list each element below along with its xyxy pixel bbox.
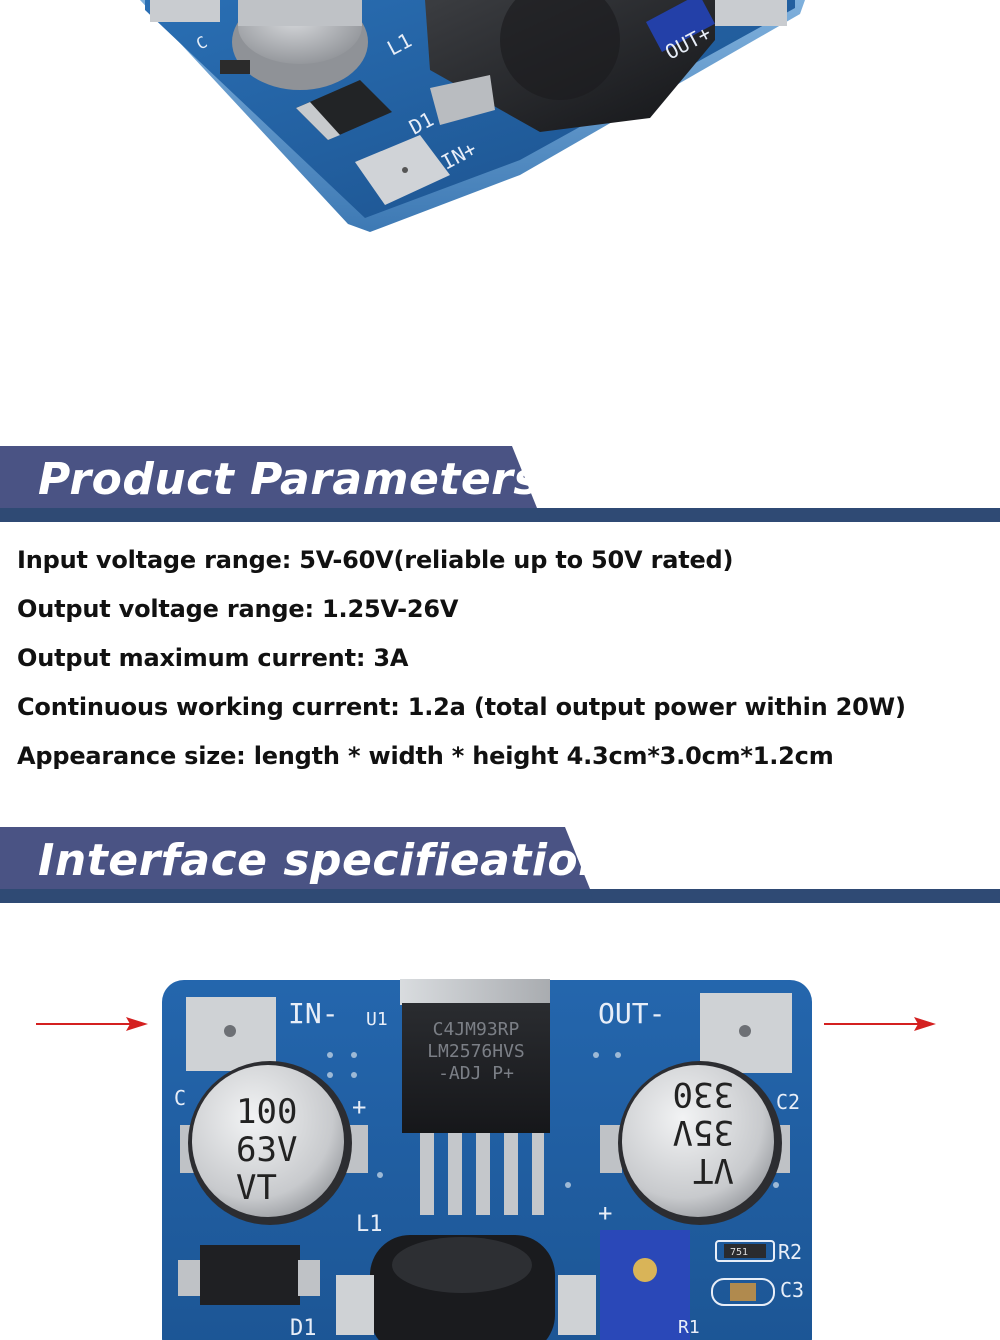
- param-appearance-size: Appearance size: length * width * height…: [17, 742, 834, 770]
- bottom-board-photo: C4JM93RP LM2576HVS -ADJ P+ 100 63V VT VT…: [0, 905, 1000, 1340]
- cap-left-line1: 100: [236, 1092, 297, 1132]
- capacitor-right: [622, 1065, 774, 1217]
- param-continuous-current: Continuous working current: 1.2a (total …: [17, 693, 906, 721]
- silk-plus-left: +: [352, 1093, 366, 1121]
- parameter-list: Input voltage range: 5V-60V(reliable up …: [17, 538, 992, 783]
- interface-specification-title: Interface specifieation: [38, 835, 610, 886]
- silk-plus-right: +: [598, 1199, 612, 1227]
- left-arrow-icon: [36, 1017, 148, 1031]
- bottom-board-illustration: C4JM93RP LM2576HVS -ADJ P+ 100 63V VT VT…: [36, 979, 936, 1340]
- silk-r1: R1: [678, 1317, 700, 1338]
- regulator-chip: [402, 1003, 550, 1133]
- top-board-photo: C L1 OUT+ D1 IN+: [0, 0, 1000, 440]
- right-arrow-icon: [824, 1017, 936, 1031]
- param-max-current: Output maximum current: 3A: [17, 644, 409, 672]
- top-board-illustration: C L1 OUT+ D1 IN+: [140, 0, 805, 232]
- cap-right-line3: 330: [673, 1074, 734, 1114]
- cap-left-line3: VT: [236, 1168, 277, 1208]
- silk-c3: C3: [780, 1278, 804, 1302]
- interface-specification-banner: Interface specifieation: [0, 827, 1000, 907]
- chip-marking-line3: -ADJ P+: [438, 1063, 514, 1084]
- param-input-voltage: Input voltage range: 5V-60V(reliable up …: [17, 546, 734, 574]
- silk-c: C: [174, 1086, 186, 1110]
- chip-marking-line1: C4JM93RP: [433, 1019, 520, 1040]
- cap-right-line1: VT: [693, 1150, 734, 1190]
- silk-u1: U1: [366, 1009, 388, 1030]
- product-parameters-banner: Product Parameters: [0, 446, 1000, 526]
- silk-d1: D1: [290, 1316, 317, 1340]
- silk-c2: C2: [776, 1090, 800, 1114]
- banner-shape: [0, 446, 1000, 522]
- trimmer-potentiometer: [600, 1230, 690, 1340]
- silk-r2: R2: [778, 1240, 802, 1264]
- silk-out-minus: OUT-: [598, 997, 665, 1030]
- chip-marking-line2: LM2576HVS: [427, 1041, 525, 1062]
- capacitor-left: [192, 1065, 344, 1217]
- banner-shape: [0, 827, 1000, 903]
- cap-left-line2: 63V: [236, 1130, 297, 1170]
- resistor-code: 751: [730, 1247, 748, 1258]
- product-parameters-title: Product Parameters: [38, 454, 541, 505]
- cap-right-line2: 35V: [673, 1112, 734, 1152]
- silk-in-minus: IN-: [288, 997, 339, 1030]
- silk-l1: L1: [356, 1212, 383, 1237]
- param-output-voltage: Output voltage range: 1.25V-26V: [17, 595, 459, 623]
